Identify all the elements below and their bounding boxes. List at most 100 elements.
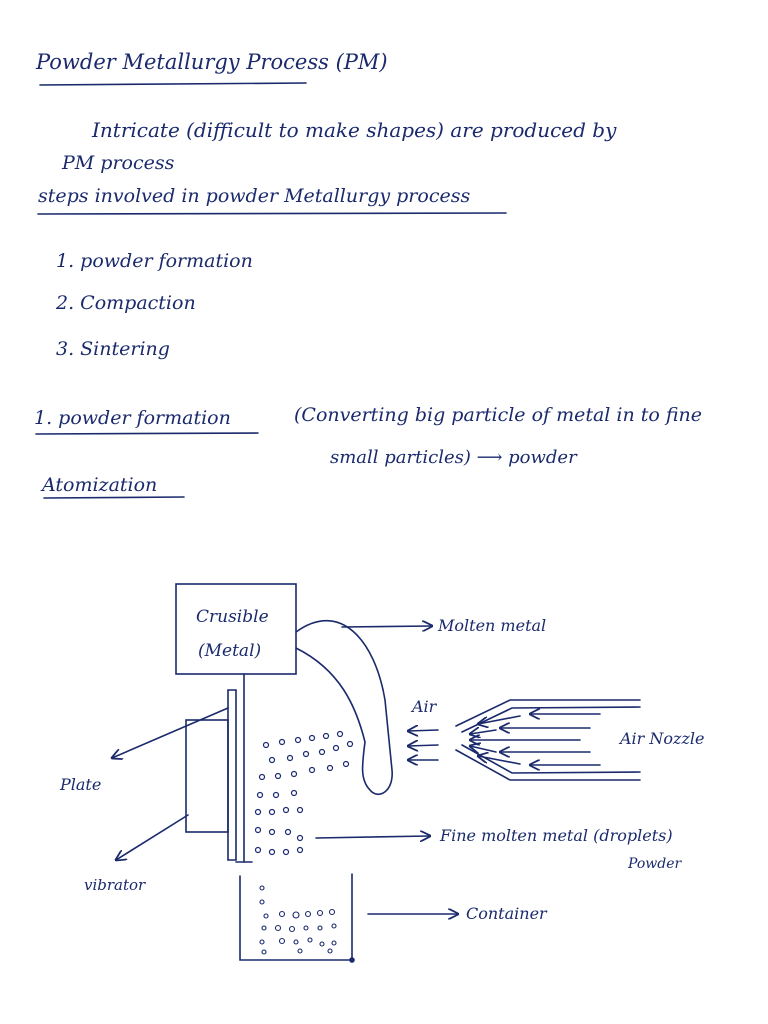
molten-metal-label: Molten metal (437, 616, 546, 635)
step-item: 2. Compaction (56, 292, 196, 314)
powder-particle (307, 937, 313, 943)
intro-line-2: PM process (62, 152, 175, 174)
droplet (256, 791, 264, 799)
droplet (258, 773, 266, 781)
air-stream-arrow (408, 745, 439, 746)
plate-pointer (112, 707, 229, 758)
powder-particle (316, 909, 324, 917)
step-item: 1. powder formation (56, 250, 253, 272)
droplet (336, 730, 344, 738)
intro-line-1: Intricate (difficult to make shapes) are… (92, 118, 617, 142)
droplet (290, 789, 298, 797)
droplet (268, 848, 276, 856)
steps-heading: steps involved in powder Metallurgy proc… (38, 185, 471, 207)
air-nozzle-upper-wall (455, 699, 641, 727)
powder-particle (293, 939, 299, 945)
definition-result: powder (508, 447, 577, 468)
air-nozzle (455, 699, 641, 781)
droplet (272, 791, 280, 799)
droplet (286, 754, 294, 762)
powder-particle (288, 925, 296, 933)
droplets-group (254, 730, 354, 856)
crucible-sublabel: (Metal) (198, 641, 261, 661)
powder-particle (328, 908, 336, 916)
droplet (318, 748, 326, 756)
step-item: 3. Sintering (56, 338, 170, 360)
droplet (254, 846, 262, 854)
container (239, 873, 353, 961)
powder-particle (259, 939, 265, 945)
droplet (302, 750, 310, 758)
droplet (308, 734, 316, 742)
droplet (332, 744, 340, 752)
air-nozzle-label: Air Nozzle (618, 729, 704, 748)
droplet (308, 766, 316, 774)
definition-line-2: small particles) ⟶ powder (330, 447, 577, 468)
droplet (268, 828, 276, 836)
arrow-glyph: ⟶ (470, 447, 509, 468)
droplet (296, 806, 304, 814)
title-underline (39, 82, 307, 86)
fine-molten-metal-label: Fine molten metal (droplets) (439, 826, 673, 845)
vibrator-label: vibrator (84, 876, 146, 894)
droplet (290, 770, 298, 778)
droplet (254, 808, 262, 816)
powder-particle (297, 948, 303, 954)
container-corner-dot (349, 957, 355, 963)
section-underline (35, 432, 259, 435)
droplet (294, 736, 302, 744)
droplet (282, 848, 290, 856)
powder-particle (304, 910, 312, 918)
air-nozzle-inner-arrow (470, 730, 497, 734)
powder-particle (331, 923, 337, 929)
droplets-pointer (315, 836, 430, 838)
powder-particle (259, 899, 265, 905)
powder-particle (327, 948, 333, 954)
air-nozzle-inner-arrow (470, 746, 497, 752)
air-nozzle-inner-arrow (478, 715, 521, 724)
powder-label: Powder (627, 856, 683, 872)
powder-particle (261, 925, 267, 931)
definition-line-1: (Converting big particle of metal in to … (294, 404, 703, 426)
powder-particle (278, 937, 286, 945)
plate-label: Plate (59, 775, 101, 794)
droplet (296, 846, 304, 854)
powder-particle (261, 949, 267, 955)
powder-in-container (259, 885, 337, 955)
powder-particle (278, 910, 286, 918)
droplet (346, 740, 354, 748)
powder-particle (303, 925, 309, 931)
droplet (262, 741, 270, 749)
steps-underline (37, 212, 507, 215)
powder-particle (292, 911, 300, 919)
powder-particle (259, 885, 265, 891)
definition-text: small particles) (330, 447, 471, 468)
container-label: Container (466, 904, 548, 923)
droplet (274, 772, 282, 780)
powder-particle (274, 924, 282, 932)
droplet (296, 834, 304, 842)
subheading: Atomization (42, 474, 158, 496)
droplet (322, 732, 330, 740)
droplet (268, 808, 276, 816)
crucible-label: Crusible (196, 607, 269, 627)
droplet (268, 756, 276, 764)
powder-particle (263, 913, 269, 919)
air-nozzle-inner-arrow (478, 756, 521, 765)
molten-metal-pipe (295, 619, 393, 795)
droplet (254, 826, 262, 834)
powder-particle (319, 941, 325, 947)
section-heading: 1. powder formation (34, 407, 231, 429)
air-stream-arrow (408, 730, 439, 731)
powder-particle (331, 940, 337, 946)
powder-particle (317, 925, 323, 931)
droplet (326, 764, 334, 772)
air-label: Air (410, 697, 438, 716)
vibrator-pointer (116, 814, 189, 860)
molten-metal-arrow (341, 626, 432, 627)
page-title: Powder Metallurgy Process (PM) (36, 50, 388, 74)
droplet (284, 828, 292, 836)
crucible-box (175, 583, 297, 675)
droplet (282, 806, 290, 814)
